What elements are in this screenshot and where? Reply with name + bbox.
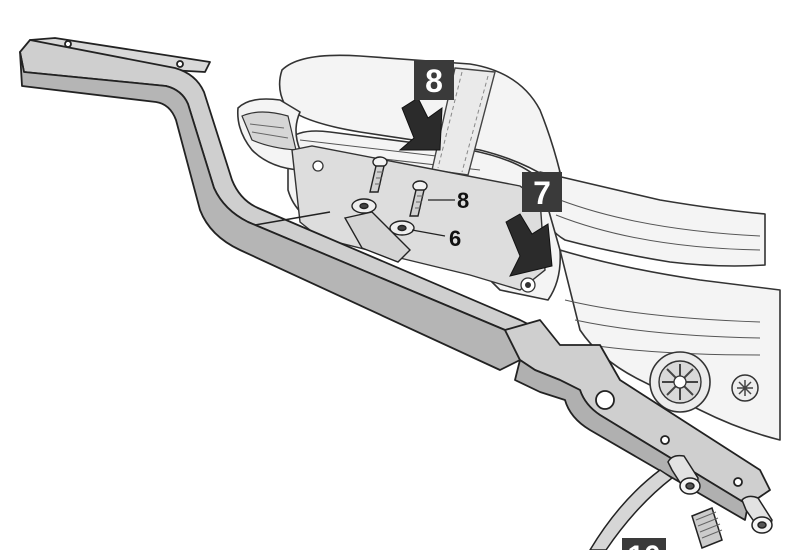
rider-seat	[539, 171, 766, 267]
screw-left	[369, 156, 388, 193]
washer-left	[351, 198, 377, 214]
step-badge-10: 10	[622, 538, 666, 550]
spacer-hardware	[589, 454, 773, 550]
rack-bracket	[19, 37, 771, 521]
step-badge-8: 8	[414, 60, 454, 100]
cable-line	[254, 211, 331, 226]
callout-leader-lines	[411, 199, 455, 237]
mounting-block	[343, 211, 411, 263]
frame-bolt-head	[731, 374, 759, 402]
screw-right	[409, 180, 428, 217]
step-badge-8-label: 8	[425, 63, 443, 99]
step-badge-7-label: 7	[533, 175, 551, 211]
step-arrow-8	[398, 97, 443, 151]
part-callout-washer: 6	[449, 226, 461, 251]
step-badge-10-label: 10	[627, 540, 660, 550]
washer-right	[389, 220, 415, 236]
rubber-bushing	[649, 351, 711, 413]
step-arrow-7	[505, 213, 553, 277]
part-callout-screw: 8	[457, 188, 469, 213]
step-badge-7: 7	[522, 172, 562, 212]
